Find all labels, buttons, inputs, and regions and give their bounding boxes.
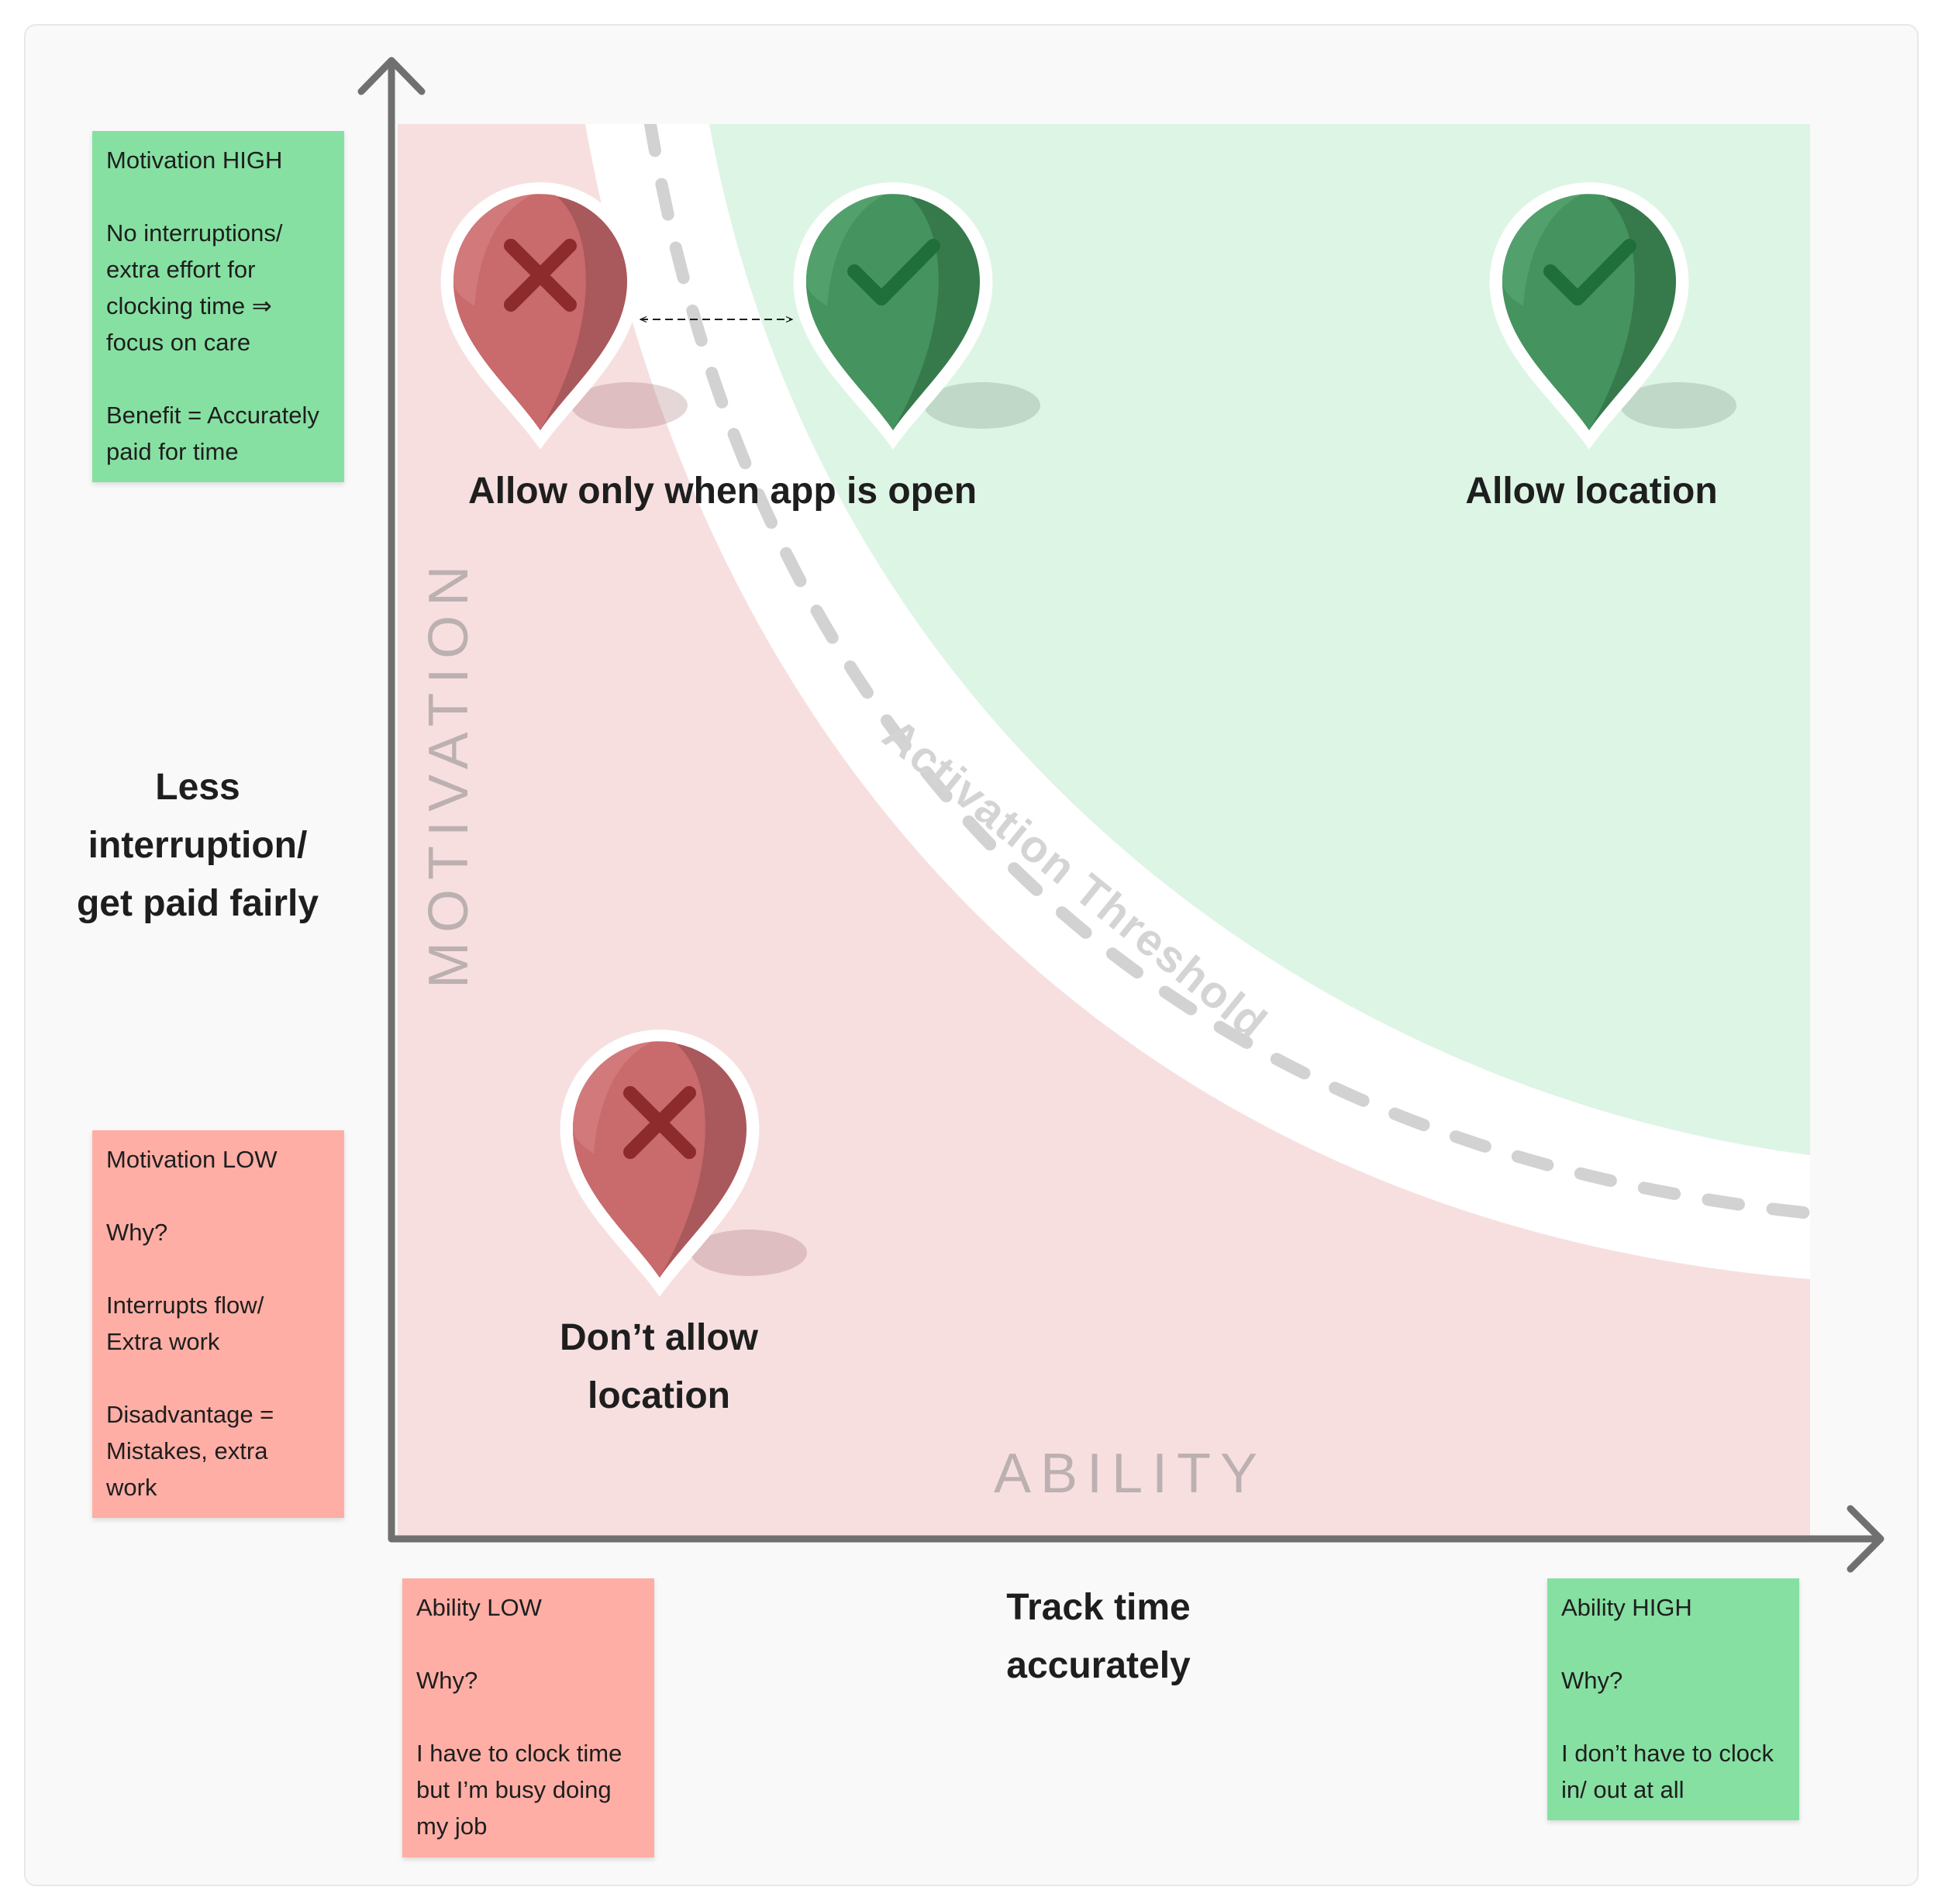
pin-label-allow-location-text: Allow location	[1465, 471, 1718, 512]
pin-label-dont-allow-line-1: Don’t allow	[560, 1317, 758, 1358]
note-line: Benefit = Accurately	[106, 402, 319, 429]
pin-highlight	[805, 194, 939, 431]
note-line: I have to clock time	[416, 1740, 622, 1767]
motivation-side-label: Less interruption/ get paid fairly	[43, 758, 353, 933]
y-axis-arrowhead	[357, 57, 426, 95]
note-line: my job	[416, 1813, 488, 1840]
motivation-side-label-line-1: Less	[155, 767, 240, 808]
note-line: I don’t have to clock	[1561, 1740, 1774, 1767]
note-line: Why?	[416, 1667, 478, 1694]
note-line: paid for time	[106, 438, 239, 465]
ability-side-label-line-2: accurately	[1006, 1645, 1191, 1686]
sticky-note-motivation-low[interactable]: Motivation LOW Why? Interrupts flow/ Ext…	[92, 1130, 344, 1518]
pin-shadow	[571, 382, 688, 429]
note-line: No interruptions/	[106, 219, 283, 247]
pin-label-allow-when-open-text: Allow only when app is open	[467, 471, 978, 512]
checkmark-icon	[1543, 239, 1636, 305]
pin-shadow	[924, 382, 1040, 429]
threshold-band	[585, 124, 1810, 1279]
pin-shine	[1502, 195, 1581, 306]
map-pin-accepted	[1489, 182, 1736, 450]
pins-layer	[440, 182, 1736, 1297]
sticky-note-ability-high[interactable]: Ability HIGH Why? I don’t have to clock …	[1547, 1578, 1799, 1820]
y-axis-title: MOTIVATION	[418, 557, 480, 988]
x-mark-icon	[504, 239, 577, 312]
pin-highlight	[1502, 194, 1635, 431]
x-axis-arrowhead	[1847, 1505, 1885, 1573]
x-mark-stroke	[623, 1086, 696, 1159]
note-line: Ability HIGH	[1561, 1594, 1692, 1621]
x-mark-stroke	[504, 239, 577, 312]
checkmark-icon	[847, 239, 940, 305]
note-line: Ability LOW	[416, 1594, 542, 1621]
pin-label-dont-allow-line-2: location	[587, 1375, 730, 1416]
pin-label-allow-location: Allow location	[1359, 462, 1824, 520]
note-line: Motivation HIGH	[106, 147, 283, 174]
ability-side-label: Track time accurately	[943, 1578, 1253, 1695]
ability-side-label-line-1: Track time	[1006, 1587, 1191, 1628]
note-line: Mistakes, extra	[106, 1437, 268, 1464]
map-pin-rejected	[440, 182, 688, 450]
note-line: extra effort for	[106, 256, 256, 283]
note-line: clocking time ⇒	[106, 292, 272, 319]
note-line: Extra work	[106, 1328, 220, 1355]
map-pin-accepted	[793, 182, 1040, 450]
note-line: Why?	[1561, 1667, 1623, 1694]
motivation-side-label-line-3: get paid fairly	[76, 883, 319, 924]
note-line: but I’m busy doing	[416, 1776, 612, 1803]
pin-label-allow-when-open: Allow only when app is open	[412, 462, 1033, 520]
sticky-note-motivation-high[interactable]: Motivation HIGH No interruptions/ extra …	[92, 131, 344, 482]
x-axis-title: ABILITY	[994, 1443, 1267, 1505]
x-mark-icon	[623, 1086, 696, 1159]
sticky-note-ability-low[interactable]: Ability LOW Why? I have to clock time bu…	[402, 1578, 654, 1857]
pin-shine	[805, 195, 885, 306]
pin-shine	[453, 195, 533, 306]
note-line: Interrupts flow/	[106, 1292, 264, 1319]
axes	[357, 57, 1885, 1573]
note-line: in/ out at all	[1561, 1776, 1685, 1803]
pin-label-dont-allow: Don’t allow location	[504, 1309, 814, 1425]
note-line: Disadvantage =	[106, 1401, 274, 1428]
pin-shine	[572, 1042, 652, 1154]
motivation-side-label-line-2: interruption/	[88, 825, 308, 866]
note-line: Why?	[106, 1219, 168, 1246]
note-line: work	[106, 1474, 157, 1501]
pin-shadow	[691, 1230, 807, 1276]
pin-shadow	[1620, 382, 1736, 429]
note-line: focus on care	[106, 329, 251, 356]
map-pin-rejected	[560, 1030, 807, 1297]
activation-threshold-curve	[643, 124, 1810, 1219]
note-line: Motivation LOW	[106, 1146, 278, 1173]
